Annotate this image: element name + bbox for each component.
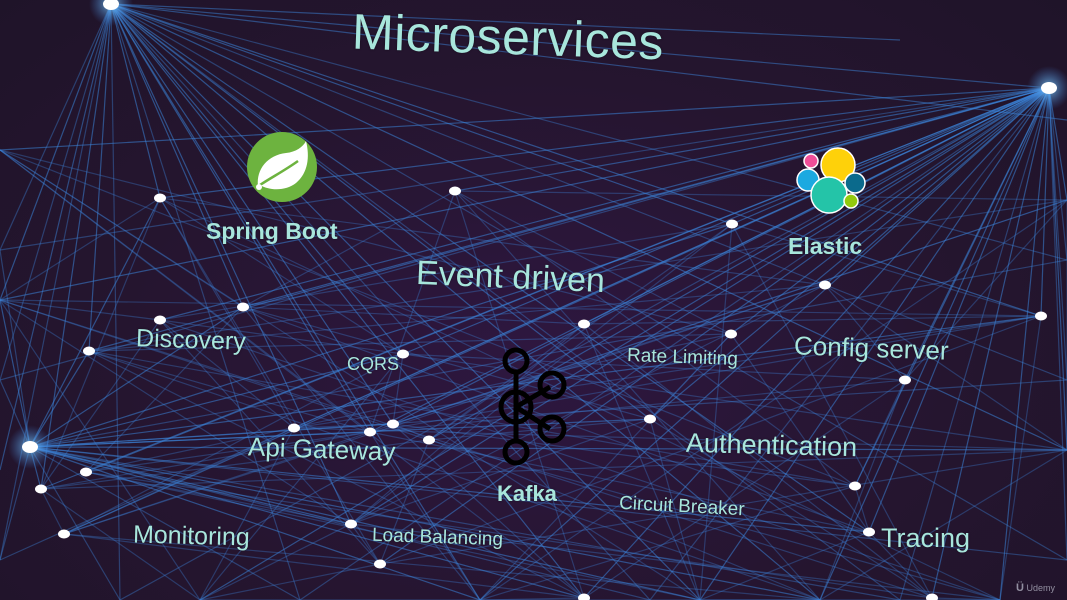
topic-rate-limiting: Rate Limiting <box>626 345 739 370</box>
kafka-label: Kafka <box>497 481 557 506</box>
topic-monitoring: Monitoring <box>132 520 251 552</box>
topic-cqrs: CQRS <box>347 354 400 374</box>
slide-title: Microservices <box>351 3 665 71</box>
topic-discovery: Discovery <box>135 324 247 356</box>
watermark-text: Udemy <box>1026 583 1055 593</box>
topic-authentication: Authentication <box>685 427 858 463</box>
udemy-logo-icon: Ü <box>1016 582 1024 594</box>
topic-api-gateway: Api Gateway <box>247 431 396 467</box>
elastic-label: Elastic <box>788 233 863 259</box>
topic-config-server: Config server <box>793 330 950 366</box>
spring-boot-label: Spring Boot <box>206 218 338 244</box>
elastic-cluster-icon <box>795 147 867 217</box>
spring-leaf-icon <box>246 131 318 203</box>
udemy-watermark: Ü Udemy <box>1016 582 1055 594</box>
kafka-nodes-icon <box>494 345 574 467</box>
topic-load-balancing: Load Balancing <box>371 524 504 551</box>
topic-event-driven: Event driven <box>415 253 606 301</box>
topic-tracing: Tracing <box>881 523 971 553</box>
